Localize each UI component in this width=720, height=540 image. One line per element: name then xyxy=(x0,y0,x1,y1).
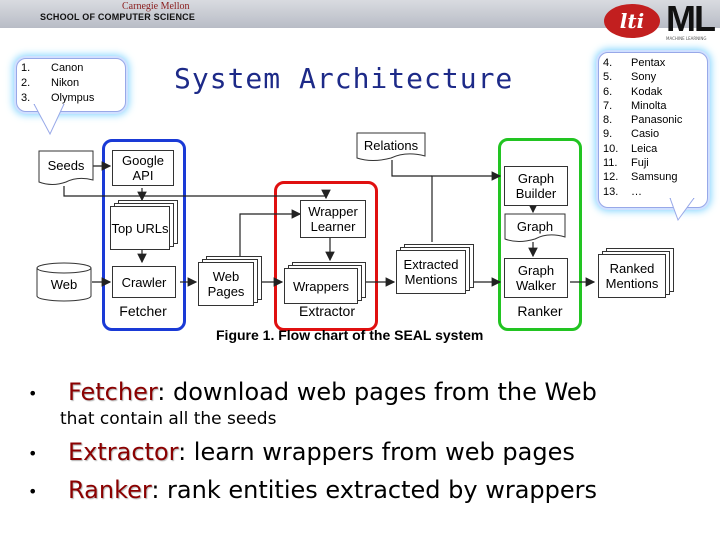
web-pages-stack: Web Pages xyxy=(198,256,262,306)
callout-item-text: Olympus xyxy=(51,92,95,104)
graph-walker-box: Graph Walker xyxy=(504,258,568,298)
web-label: Web xyxy=(50,277,78,292)
web-database: Web xyxy=(36,262,92,302)
callout-item: 5. Sony xyxy=(603,70,703,84)
callout-item-number: 13. xyxy=(603,185,619,198)
lti-logo: lti xyxy=(604,4,660,38)
header-bar xyxy=(0,0,720,28)
callout-item-number: 11. xyxy=(603,157,618,170)
callout-item-text: Casio xyxy=(631,128,660,141)
bullet-term: Ranker xyxy=(68,476,152,504)
bullet-extractor: • Extractor: learn wrappers from web pag… xyxy=(28,438,575,466)
fetcher-frame xyxy=(102,139,186,331)
callout-item-text: … xyxy=(631,185,642,198)
callout-item-number: 8. xyxy=(603,114,613,127)
ranked-mentions-label: Ranked Mentions xyxy=(598,254,666,298)
callout-item-text: Kodak xyxy=(631,85,663,98)
bullet-dot: • xyxy=(28,482,38,501)
seed-list-callout: 1. Canon 2. Nikon 3. Olympus xyxy=(16,58,126,112)
seed-callout-pointer xyxy=(33,104,65,136)
slide-title: System Architecture xyxy=(174,62,514,95)
top-urls-stack: Top URLs xyxy=(110,200,178,250)
callout-item-text: Panasonic xyxy=(631,114,683,127)
ml-logo: ML xyxy=(666,0,716,39)
callout-item-text: Canon xyxy=(51,62,84,74)
extractor-frame xyxy=(274,181,378,331)
callout-item: 9. Casio xyxy=(603,127,703,141)
extractor-label: Extractor xyxy=(298,303,355,319)
bullet-fetcher-subline: that contain all the seeds xyxy=(60,409,277,429)
result-callout-pointer xyxy=(669,198,695,222)
extracted-mentions-label: Extracted Mentions xyxy=(396,250,466,294)
relations-label: Relations xyxy=(363,138,419,153)
ranker-label: Ranker xyxy=(517,303,563,319)
callout-item-text: Leica xyxy=(631,142,658,155)
callout-item: 11. Fuji xyxy=(603,156,703,170)
ml-logo-subtitle: MACHINE LEARNING xyxy=(666,36,707,41)
callout-item-number: 4. xyxy=(603,57,613,69)
bullet-fetcher: • Fetcher: download web pages from the W… xyxy=(28,378,597,406)
figure-caption: Figure 1. Flow chart of the SEAL system xyxy=(216,327,484,343)
callout-item: 2. Nikon xyxy=(21,76,121,91)
callout-item-number: 2. xyxy=(21,77,31,89)
bullet-dot: • xyxy=(28,444,38,463)
callout-item-number: 7. xyxy=(603,99,613,112)
bullet-text: : rank entities extracted by wrappers xyxy=(151,476,598,504)
graph-label: Graph xyxy=(516,219,554,234)
relations-document: Relations xyxy=(356,132,426,162)
bullet-text: : download web pages from the Web xyxy=(157,378,597,406)
callout-item-text: Pentax xyxy=(631,57,666,69)
wrapper-learner-box: Wrapper Learner xyxy=(300,200,366,238)
callout-item: 7. Minolta xyxy=(603,99,703,113)
callout-item-number: 12. xyxy=(603,171,619,184)
callout-item-text: Minolta xyxy=(631,99,667,112)
graph-builder-box: Graph Builder xyxy=(504,166,568,206)
seeds-label: Seeds xyxy=(47,158,85,173)
google-api-box: Google API xyxy=(112,150,174,186)
callout-item-number: 3. xyxy=(21,92,31,104)
wrappers-stack: Wrappers xyxy=(284,262,366,304)
bullet-text: : learn wrappers from web pages xyxy=(178,438,575,466)
fetcher-label: Fetcher xyxy=(119,303,167,319)
ranked-mentions-stack: Ranked Mentions xyxy=(598,248,674,298)
callout-item: 12. Samsung xyxy=(603,170,703,184)
university-name: Carnegie Mellon xyxy=(122,1,190,12)
extracted-mentions-stack: Extracted Mentions xyxy=(396,244,474,294)
callout-item-number: 5. xyxy=(603,71,613,84)
callout-item-text: Sony xyxy=(631,71,657,84)
result-list-callout: 4. Pentax 5. Sony 6. Kodak 7. Minolta 8. Panasoni… xyxy=(598,52,708,208)
ranker-frame xyxy=(498,138,582,331)
callout-item-text: Fuji xyxy=(631,157,649,170)
school-name: SCHOOL OF COMPUTER SCIENCE xyxy=(40,12,196,22)
bullet-term: Extractor xyxy=(68,438,179,466)
callout-item: 10. Leica xyxy=(603,142,703,156)
callout-item: 6. Kodak xyxy=(603,85,703,99)
callout-item-text: Nikon xyxy=(51,77,80,89)
bullet-term: Fetcher xyxy=(68,378,158,406)
callout-item: 3. Olympus xyxy=(21,91,121,106)
seeds-document: Seeds xyxy=(38,150,94,186)
graph-document: Graph xyxy=(504,213,566,243)
bullet-dot: • xyxy=(28,384,38,403)
callout-item-number: 9. xyxy=(603,128,613,141)
wrappers-label: Wrappers xyxy=(284,268,358,304)
callout-item-number: 10. xyxy=(603,142,619,155)
callout-item: 4. Pentax xyxy=(603,56,703,70)
web-pages-label: Web Pages xyxy=(198,262,254,306)
callout-item: 8. Panasonic xyxy=(603,113,703,127)
bullet-ranker: • Ranker: rank entities extracted by wra… xyxy=(28,476,597,504)
callout-item: 1. Canon xyxy=(21,61,121,76)
callout-item: 13. … xyxy=(603,185,703,199)
callout-item-number: 1. xyxy=(21,62,31,74)
top-urls-label: Top URLs xyxy=(110,206,170,250)
crawler-box: Crawler xyxy=(112,266,176,298)
callout-item-number: 6. xyxy=(603,85,613,98)
callout-item-text: Samsung xyxy=(631,171,678,184)
